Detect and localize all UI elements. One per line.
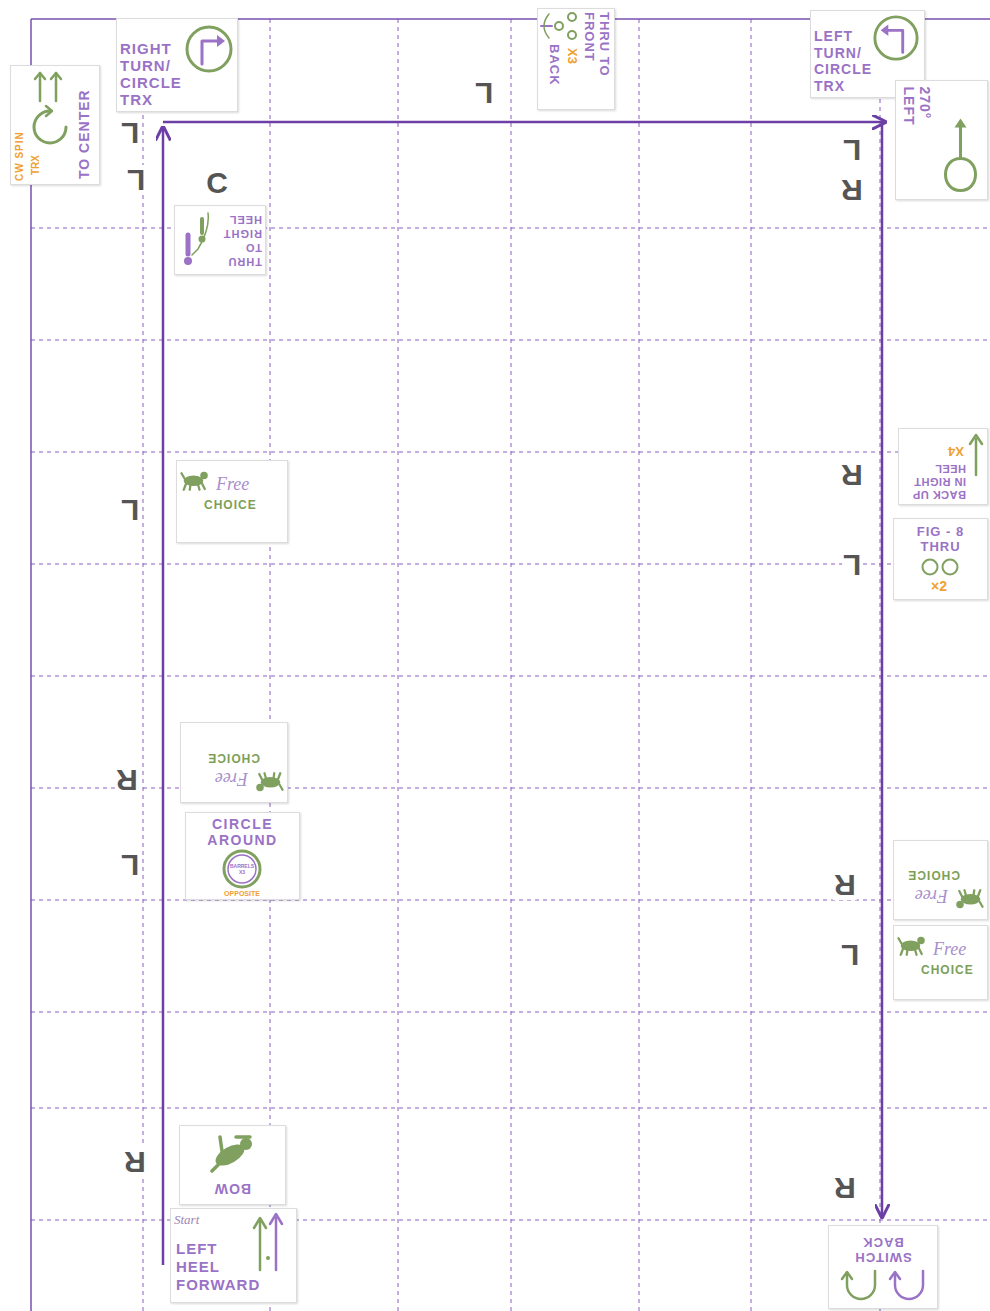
sign-face: SWITCH BACK	[828, 1225, 938, 1309]
sign-text: CHOICE	[921, 963, 974, 977]
sign-text: X3	[565, 48, 580, 64]
sign-text: BOW	[179, 1181, 286, 1197]
direction-letter: L	[842, 550, 862, 580]
sign-card: CW SPIN TRX TO CENTER	[10, 65, 100, 185]
sign-text: CHOICE	[207, 751, 260, 765]
sign-symbol	[210, 1133, 256, 1175]
sign-card: BACK UP IN RIGHT HEEL X4	[898, 428, 988, 505]
direction-letter: R	[840, 175, 864, 205]
direction-letter: R	[123, 1147, 147, 1177]
sign-card: RIGHT TURN/ CIRCLE TRX	[116, 18, 238, 112]
sign-text: CW SPIN	[14, 131, 26, 181]
direction-letter: R	[833, 1173, 857, 1203]
sign-card: SWITCH BACK	[828, 1225, 938, 1309]
sign-text: THRU TO FRONT	[582, 12, 612, 92]
sign-symbol	[539, 10, 579, 42]
sign-symbol	[968, 433, 984, 477]
sign-text: Free	[215, 768, 248, 789]
sign-card: THRU TO FRONTX3BACK	[537, 8, 615, 110]
direction-letter: L	[120, 850, 140, 880]
sign-text: Free	[915, 885, 948, 906]
sign-card: FIG - 8 THRU ×2	[893, 518, 988, 600]
sign-card: StartLEFT HEEL FORWARD	[170, 1208, 297, 1303]
sign-text: TRX	[30, 155, 42, 175]
sign-face: BACK UP IN RIGHT HEEL X4	[898, 428, 988, 505]
sign-symbol	[178, 211, 212, 269]
sign-card: Free CHOICE	[180, 722, 288, 803]
sign-text: Start	[174, 1212, 199, 1227]
sign-card: 270° LEFT	[895, 80, 988, 200]
sign-symbol	[180, 468, 210, 492]
sign-text: 270° LEFT	[900, 86, 932, 125]
sign-text: FIG - 8 THRU	[903, 524, 978, 554]
sign-face: 270° LEFT	[895, 80, 988, 200]
direction-letter: L	[120, 118, 140, 148]
sign-face: FIG - 8 THRU ×2	[893, 518, 988, 600]
sign-face: THRU TO FRONTX3BACK	[537, 8, 615, 110]
sign-card: CIRCLE AROUND BARRELS X3 OPPOSITE	[185, 812, 300, 900]
sign-face: FreeCHOICE	[893, 925, 988, 1000]
sign-text: SWITCH BACK	[838, 1235, 928, 1265]
sign-face: StartLEFT HEEL FORWARD	[170, 1208, 297, 1303]
sign-face: CW SPIN TRX TO CENTER	[10, 65, 100, 185]
sign-text: ×2	[931, 578, 947, 594]
sign-symbol	[246, 1212, 290, 1272]
sign-face: THRU TO RIGHT HEEL	[174, 205, 266, 275]
sign-face: CIRCLE AROUND BARRELS X3 OPPOSITE	[185, 812, 300, 900]
sign-symbol	[954, 888, 984, 912]
sign-text: BACK UP IN RIGHT HEEL	[900, 462, 966, 501]
direction-letter: L	[842, 135, 862, 165]
sign-face: FreeCHOICE	[176, 460, 288, 543]
sign-card: FreeCHOICE	[893, 925, 988, 1000]
sign-text: LEFT TURN/ CIRCLE TRX	[814, 28, 872, 94]
sign-symbol	[872, 14, 920, 62]
sign-symbol	[833, 1269, 933, 1305]
sign-card: FreeCHOICE	[176, 460, 288, 543]
sign-text: THRU TO RIGHT HEEL	[223, 213, 262, 269]
direction-letter: L	[126, 165, 146, 195]
direction-letter: R	[115, 765, 139, 795]
sign-text: OPPOSITE	[220, 890, 264, 898]
sign-card: Free CHOICE	[893, 840, 988, 920]
sign-symbol	[936, 114, 984, 194]
sign-text: X4	[948, 444, 964, 459]
sign-symbol	[26, 69, 70, 149]
sign-symbol	[254, 771, 284, 795]
sign-text: TO CENTER	[76, 89, 92, 179]
sign-symbol	[897, 933, 927, 957]
sign-text: Free	[216, 474, 249, 495]
sign-card: THRU TO RIGHT HEEL	[174, 205, 266, 275]
sign-symbol	[920, 558, 960, 576]
sign-text: BACK	[547, 44, 562, 86]
direction-letter: L	[474, 78, 494, 108]
direction-letter: R	[840, 460, 864, 490]
direction-letter: L	[120, 495, 140, 525]
direction-letter: R	[833, 870, 857, 900]
sign-text: RIGHT TURN/ CIRCLE TRX	[120, 40, 182, 108]
sign-face: Free CHOICE	[180, 722, 288, 803]
direction-letter: L	[840, 940, 860, 970]
direction-letter: C	[205, 168, 229, 198]
sign-face: BOW	[179, 1125, 286, 1205]
sign-text: CHOICE	[204, 498, 257, 512]
sign-text: LEFT HEEL FORWARD	[176, 1240, 260, 1294]
sign-card: BOW	[179, 1125, 286, 1205]
sign-face: Free CHOICE	[893, 840, 988, 920]
sign-text: BARRELS X3	[227, 863, 257, 875]
sign-symbol	[184, 24, 234, 74]
sign-face: RIGHT TURN/ CIRCLE TRX	[116, 18, 238, 112]
sign-text: CHOICE	[907, 868, 960, 882]
course-path	[163, 122, 885, 1265]
sign-text: CIRCLE AROUND	[187, 816, 298, 848]
sign-text: Free	[933, 939, 966, 960]
